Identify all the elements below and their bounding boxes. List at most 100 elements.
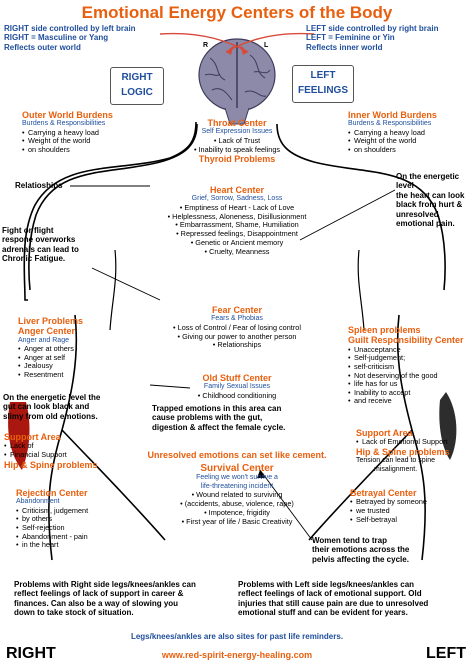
heart-list: Emptiness of Heart - Lack of Love Helple…: [140, 203, 334, 257]
right-logic-line2: LOGIC: [121, 87, 153, 98]
right-legs-line: finances. Can also be a way of slowing y…: [14, 598, 179, 608]
list-item: Wound related to surviving: [148, 490, 326, 500]
list-item-text: and receive: [354, 396, 392, 406]
throat-subtitle: Self Expression Issues: [201, 128, 273, 136]
heart-note-line: the heart can look: [396, 190, 465, 200]
list-item: Self-judgement;: [348, 354, 474, 363]
heart-note-line: unresolved: [396, 209, 439, 219]
list-item-text: in the heart: [22, 540, 59, 550]
old-stuff-subtitle: Family Sexual Issues: [203, 383, 271, 391]
left-legs-line: injuries that still cause pain are due t…: [238, 598, 429, 608]
list-item: Cruelty, Meanness: [140, 247, 334, 257]
list-item-cont: life has for us: [348, 379, 474, 389]
tension-note: Tension can lead to spine: [356, 457, 435, 465]
list-item: Genetic or Ancient memory: [140, 238, 334, 248]
list-item: Jealousy: [18, 362, 128, 371]
footer-left-label: LEFT: [426, 645, 466, 662]
right-side-info: RIGHT side controlled by left brain RIGH…: [4, 24, 174, 52]
list-item: Weight of the world: [22, 137, 152, 146]
page-title: Emotional Energy Centers of the Body: [81, 3, 393, 22]
list-item: Criticism, judgement: [16, 506, 126, 516]
list-item-text: life has for us: [354, 379, 398, 389]
relationships-label: Relatioships: [15, 181, 63, 190]
inner-world-section: Inner World Burdens Burdens & Responsibi…: [348, 110, 474, 155]
old-stuff-section: Old Stuff Center Family Sexual Issues Ch…: [176, 373, 298, 401]
unresolved-note: Unresolved emotions can set like cement.: [147, 450, 327, 460]
rejection-subtitle: Abandonment: [16, 498, 60, 506]
heart-note-line: emotional pain.: [396, 219, 455, 229]
rejection-title: Rejection Center: [16, 488, 88, 498]
old-stuff-title: Old Stuff Center: [202, 373, 272, 383]
left-side-info: LEFT side controlled by right brain LEFT…: [306, 24, 474, 52]
guilt-center-title: Guilt Responsibility Center: [348, 335, 464, 346]
betrayal-list: Betrayed by someone we trusted Self-betr…: [350, 498, 470, 524]
list-item: Childhood conditioning: [176, 391, 298, 401]
left-feelings-box: LEFT FEELINGS: [292, 65, 354, 103]
right-logic-box: RIGHT LOGIC: [110, 67, 164, 105]
fight-line: Chronic Fatigue.: [2, 254, 66, 264]
list-item: Repressed feelings, Disappointment: [140, 229, 334, 239]
list-item-text: we trusted: [356, 506, 390, 515]
list-item-cont: by others: [16, 515, 126, 524]
list-item: Betrayed by someone: [350, 498, 470, 507]
old-stuff-list: Childhood conditioning: [176, 391, 298, 401]
list-item: Weight of the world: [348, 137, 474, 146]
website-link[interactable]: www.red-spirit-energy-healing.com: [161, 650, 313, 660]
list-item: Helplessness, Aloneness, Disillusionment: [140, 212, 334, 222]
fear-list: Loss of Control / Fear of losing control…: [148, 323, 326, 350]
heart-subtitle: Grief, Sorrow, Sadness, Loss: [191, 195, 283, 203]
left-line-3: Reflects inner world: [306, 42, 383, 52]
right-logic-line1: RIGHT: [121, 72, 153, 83]
support-area-title: Support Area: [4, 432, 61, 442]
left-feelings-line2: FEELINGS: [297, 85, 348, 96]
list-item-text: Financial Support: [10, 450, 67, 459]
list-item: Unacceptance: [348, 345, 474, 355]
list-item: Resentment: [18, 370, 128, 380]
inner-world-list: Carrying a heavy load Weight of the worl…: [348, 128, 474, 155]
fight-line: adrenals can lead to: [2, 244, 79, 254]
survival-subtitle: Feeling we won't survive a: [196, 474, 278, 482]
left-legs-line: reflect feelings of lack of emotional su…: [238, 589, 422, 599]
list-item-cont: self-criticism: [348, 362, 474, 372]
list-item: Self-rejection: [16, 523, 126, 533]
fight-flight-note: Fight or flight respone overworks adrena…: [2, 226, 94, 264]
list-item: Lack of Emotional Support: [356, 438, 474, 447]
list-item: Anger at others: [18, 345, 128, 354]
throat-title: Throat Center: [207, 118, 267, 128]
list-item-cont: (accidents, abuse, violence, rape): [148, 499, 326, 509]
women-note-line: Women tend to trap: [312, 536, 387, 545]
body-silhouette: [28, 123, 446, 561]
gut-note-line: slimy from old emotions.: [3, 411, 98, 421]
list-item: Giving our power to another person: [148, 332, 326, 342]
brain-icon: [198, 38, 276, 125]
liver-title: Liver Problems: [18, 316, 84, 326]
list-item: Lack of: [4, 442, 114, 451]
survival-section: Survival Center Feeling we won't survive…: [148, 463, 326, 526]
list-item: Emptiness of Heart - Lack of Love: [140, 203, 334, 213]
gut-note-line: gut can look black and: [3, 402, 90, 412]
legs-reminder: Legs/knees/ankles are also sites for pas…: [130, 632, 344, 641]
list-item-cont: on shoulders: [348, 145, 474, 155]
trapped-line: Trapped emotions in this area can: [152, 404, 282, 413]
list-item-cont: and receive: [348, 397, 474, 406]
arrow-right-brain: [159, 32, 249, 53]
rejection-list: Criticism, judgement by others Self-reje…: [16, 506, 126, 550]
betrayal-section: Betrayal Center Betrayed by someone we t…: [350, 488, 470, 524]
list-item: Self-betrayal: [350, 515, 470, 525]
fight-line: Fight or flight: [2, 226, 54, 235]
trapped-note: Trapped emotions in this area can cause …: [152, 404, 332, 432]
right-legs-line: down to take stock of situation.: [14, 608, 134, 618]
fear-section: Fear Center Fears & Phobias Loss of Cont…: [148, 305, 326, 350]
left-feelings-line1: LEFT: [310, 70, 336, 81]
list-item: Embarrassment, Shame, Humiliation: [140, 221, 334, 230]
anger-center-title: Anger Center: [18, 326, 76, 337]
right-line-2: RIGHT = Masculine or Yang: [4, 33, 109, 43]
left-legs-line: Problems with Left side legs/knees/ankle…: [238, 580, 415, 589]
inner-world-subtitle: Burdens & Responsibilities: [348, 120, 432, 128]
heart-note-line: black from hurt &: [396, 200, 463, 210]
list-item: Inability to accept: [348, 388, 474, 398]
right-legs-note: Problems with Right side legs/knees/ankl…: [14, 580, 234, 618]
list-item: Carrying a heavy load: [348, 128, 474, 138]
list-item-text: on shoulders: [354, 145, 396, 154]
left-legs-line: emotional stuff and can be evident for y…: [238, 608, 408, 618]
